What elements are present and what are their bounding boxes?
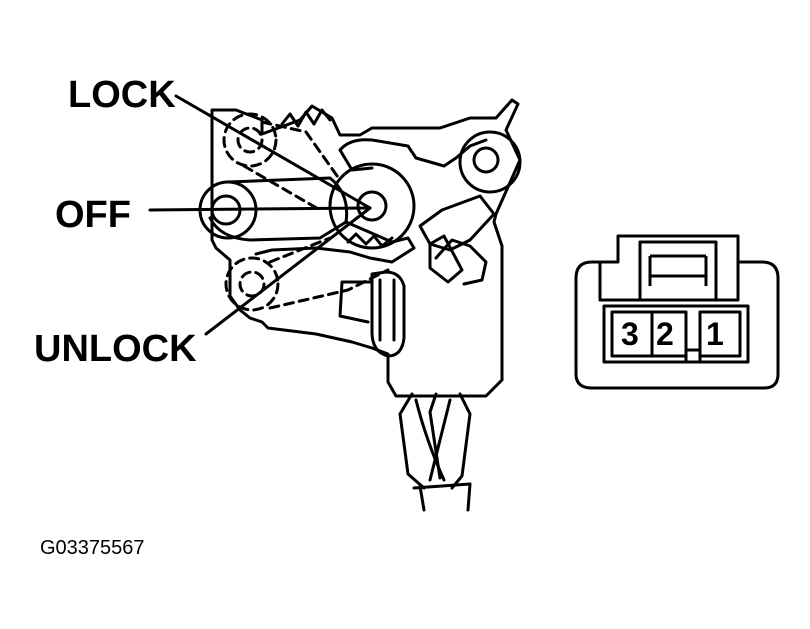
lever-rim [254,220,416,264]
rotor-inner [356,190,388,222]
lock-arm-dashed [242,120,342,212]
leader-lock [174,94,372,210]
plunger [370,270,406,358]
wire-sleeve [412,482,472,512]
figure-code: G03375567 [40,537,145,559]
right-pivot-inner [472,146,500,174]
right-pivot-outer [458,130,522,194]
plunger-base [338,280,374,324]
pin-cavity-2 [650,310,688,358]
lower-body [434,238,488,286]
lock-position-inner [236,126,264,154]
notch-teeth [346,232,394,248]
unlock-arm-dashed [268,236,390,310]
tab-right [428,234,464,284]
connector-pin-2: 2 [656,316,674,352]
unlock-position-outer [224,256,280,312]
wire-right [450,392,472,490]
bracket-arm [418,194,496,252]
plunger-lines [378,278,396,342]
lever-off [208,176,349,242]
connector-pin-1: 1 [706,316,724,352]
leader-unlock [204,206,372,336]
connector-shoulders [598,262,740,302]
top-teeth [280,108,332,128]
pin-cavity-1 [698,310,742,358]
off-label: OFF [55,194,131,236]
wire-loops [414,398,452,482]
connector-pin-3: 3 [621,316,639,352]
connector-latch-inner [648,254,708,286]
switch-housing [210,98,522,398]
unlock-label: UNLOCK [34,328,197,370]
pin-block [602,304,750,364]
wire-left [398,392,426,490]
connector-outline [574,234,780,390]
leader-off [148,206,372,212]
lock-label: LOCK [68,74,176,116]
unlock-position-inner [238,270,266,298]
connector-key [684,348,702,364]
lock-position-outer [222,112,278,168]
rotor-outer [328,162,416,250]
